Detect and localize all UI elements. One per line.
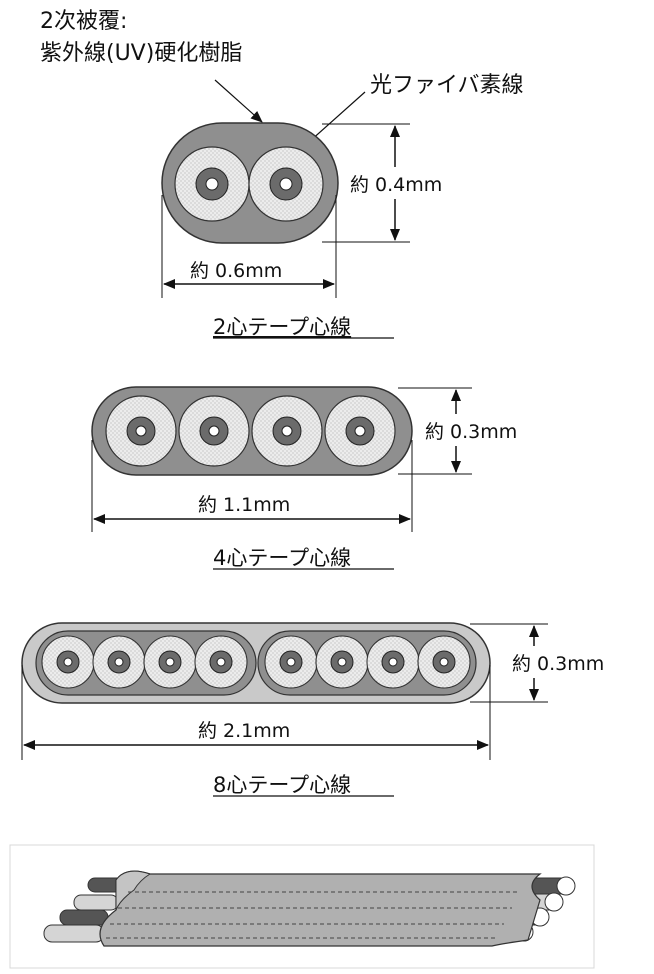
fiber [178, 395, 250, 467]
fiber [41, 635, 95, 689]
ribbon-4-width-label: 約 1.1mm [198, 494, 290, 516]
fiber [264, 635, 318, 689]
ribbon-2-height-label: 約 0.4mm [350, 174, 442, 196]
fiber [174, 146, 250, 222]
fiber [194, 635, 248, 689]
fiber [324, 395, 396, 467]
ribbon-8-height-label: 約 0.3mm [512, 653, 604, 675]
coating-leader-line [214, 79, 263, 123]
fiber [105, 395, 177, 467]
ribbon-2-caption: 2心テープ心線 [213, 315, 351, 339]
fiber [92, 635, 146, 689]
coating-label-line1: 2次被覆: [40, 9, 127, 34]
ribbon-4-height-label: 約 0.3mm [425, 421, 517, 443]
ribbon-8-caption: 8心テープ心線 [213, 773, 351, 797]
ribbon-8-fiber: 約 0.3mm 約 2.1mm 8心テープ心線 [21, 622, 640, 797]
fiber-label: 光ファイバ素線 [370, 73, 524, 98]
fiber [143, 635, 197, 689]
ribbon-4-caption: 4心テープ心線 [213, 546, 351, 570]
fiber [417, 635, 471, 689]
ribbon-8-width-label: 約 2.1mm [198, 720, 290, 742]
ribbon-2-width-label: 約 0.6mm [190, 260, 282, 282]
ribbon-4-fiber: 約 0.3mm 約 1.1mm 4心テープ心線 [91, 386, 552, 570]
fiber [248, 146, 324, 222]
ribbon-perspective-illustration [9, 844, 595, 969]
fiber [366, 635, 420, 689]
fiber [315, 635, 369, 689]
ribbon-2-fiber: 約 0.4mm 約 0.6mm 2心テープ心線 [161, 122, 470, 339]
fiber [251, 395, 323, 467]
coating-label-line2: 紫外線(UV)硬化樹脂 [40, 41, 242, 66]
